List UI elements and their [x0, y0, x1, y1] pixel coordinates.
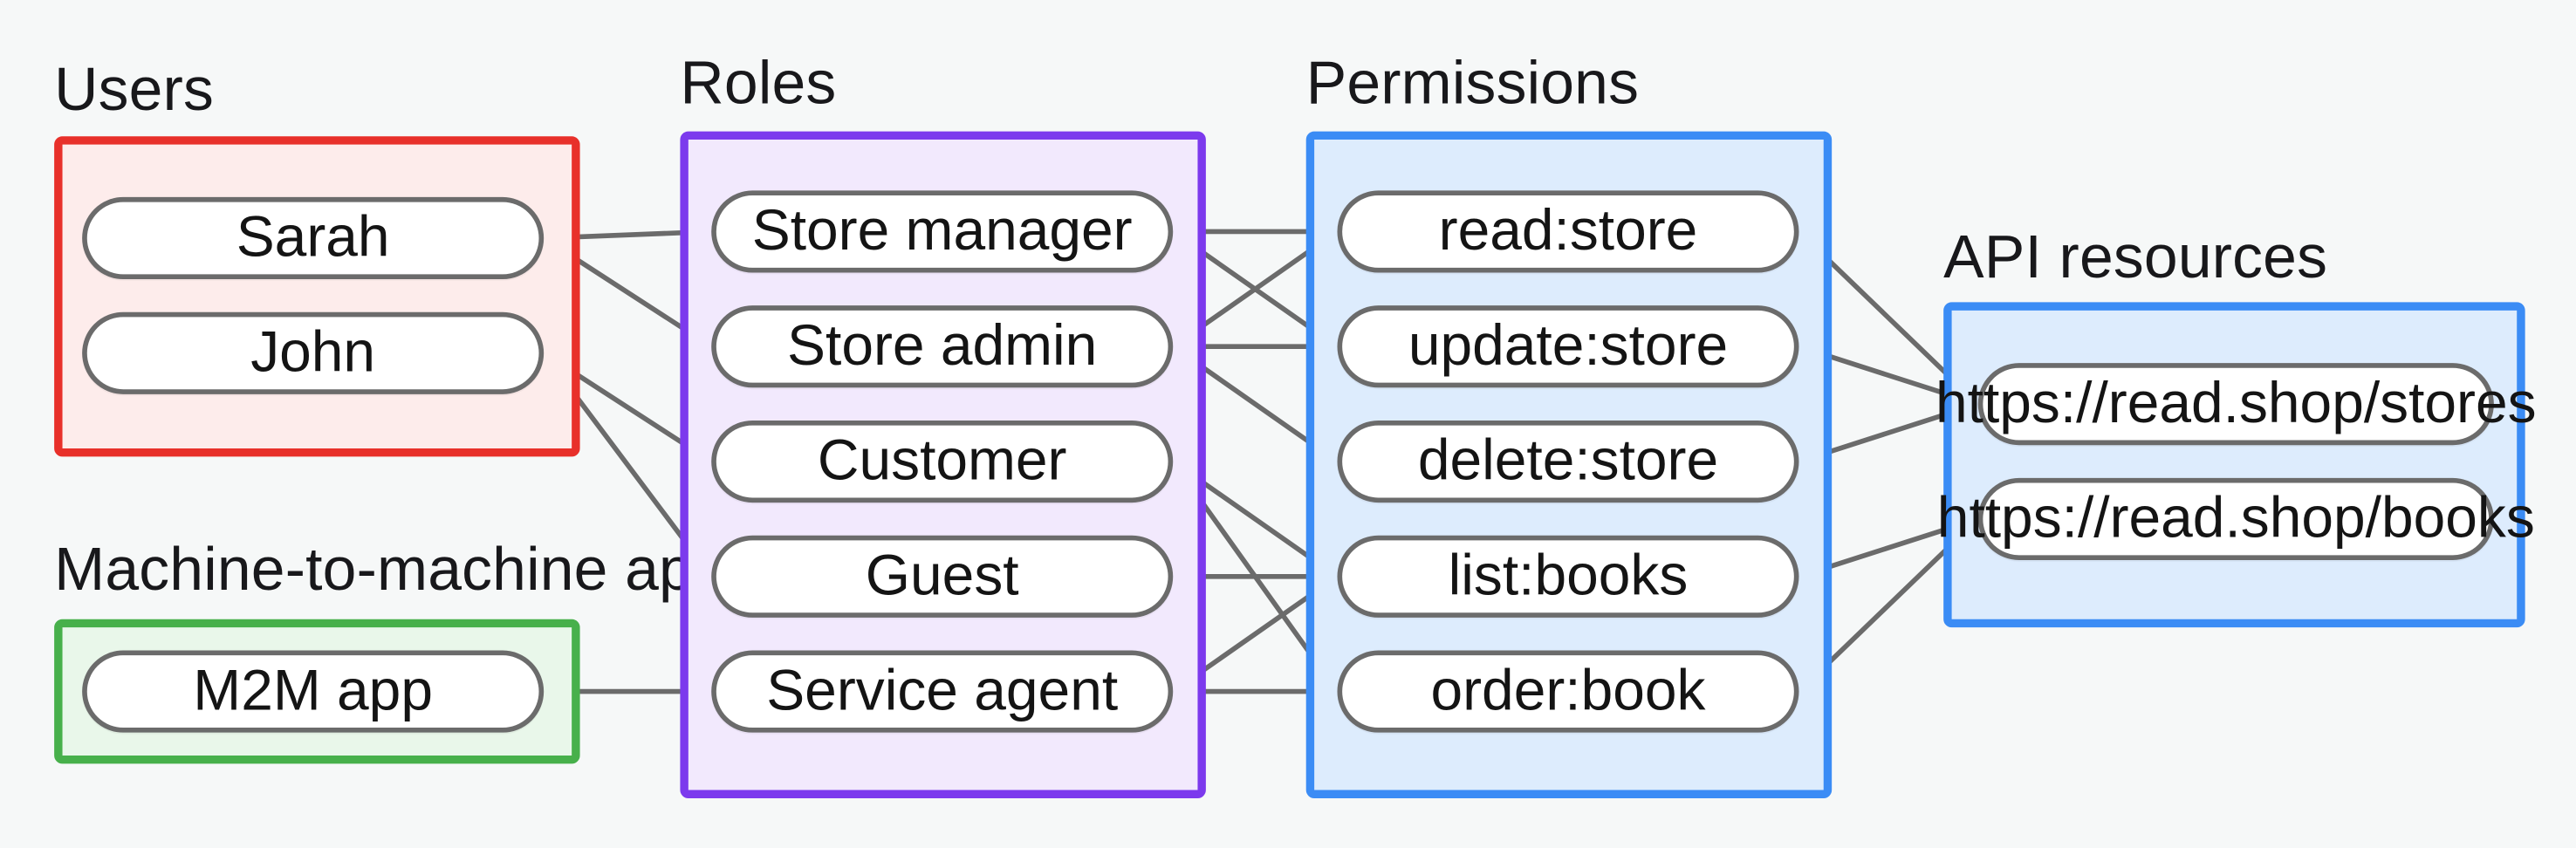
node-label: Guest — [865, 544, 1019, 608]
node-user-john[interactable]: John — [82, 311, 545, 394]
node-role-service-agent[interactable]: Service agent — [711, 650, 1174, 733]
node-permission-delete-store[interactable]: delete:store — [1337, 420, 1799, 503]
node-role-store-admin[interactable]: Store admin — [711, 305, 1174, 388]
node-role-guest[interactable]: Guest — [711, 535, 1174, 618]
node-permission-order-book[interactable]: order:book — [1337, 650, 1799, 733]
node-label: Sarah — [236, 205, 390, 270]
group-label-roles: Roles — [680, 49, 837, 117]
node-permission-update-store[interactable]: update:store — [1337, 305, 1799, 388]
group-box-users — [54, 136, 580, 457]
node-label: John — [250, 320, 376, 385]
node-api-resource-books[interactable]: https://read.shop/books — [1937, 477, 2535, 560]
node-user-sarah[interactable]: Sarah — [82, 196, 545, 280]
node-role-store-manager[interactable]: Store manager — [711, 190, 1174, 273]
node-label: read:store — [1438, 198, 1698, 263]
node-permission-read-store[interactable]: read:store — [1337, 190, 1799, 273]
node-label: Service agent — [766, 658, 1119, 723]
node-label: Store admin — [787, 313, 1098, 379]
node-label: delete:store — [1417, 428, 1719, 493]
group-box-api — [1943, 302, 2525, 628]
node-label: list:books — [1448, 544, 1689, 608]
group-label-api: API resources — [1943, 223, 2328, 291]
node-m2m-app[interactable]: M2M app — [82, 650, 545, 733]
node-label: order:book — [1430, 658, 1706, 723]
group-label-m2m: Machine-to-machine apps — [54, 535, 757, 603]
node-label: Customer — [817, 428, 1067, 493]
node-label: M2M app — [193, 658, 433, 723]
node-label: update:store — [1408, 313, 1729, 379]
group-label-permissions: Permissions — [1305, 49, 1640, 117]
group-label-users: Users — [54, 56, 214, 124]
node-permission-list-books[interactable]: list:books — [1337, 535, 1799, 618]
node-label: https://read.shop/stores — [1935, 371, 2537, 435]
node-api-resource-stores[interactable]: https://read.shop/stores — [1935, 363, 2537, 446]
node-label: https://read.shop/books — [1936, 486, 2535, 551]
node-label: Store manager — [751, 198, 1133, 263]
node-role-customer[interactable]: Customer — [711, 420, 1174, 503]
